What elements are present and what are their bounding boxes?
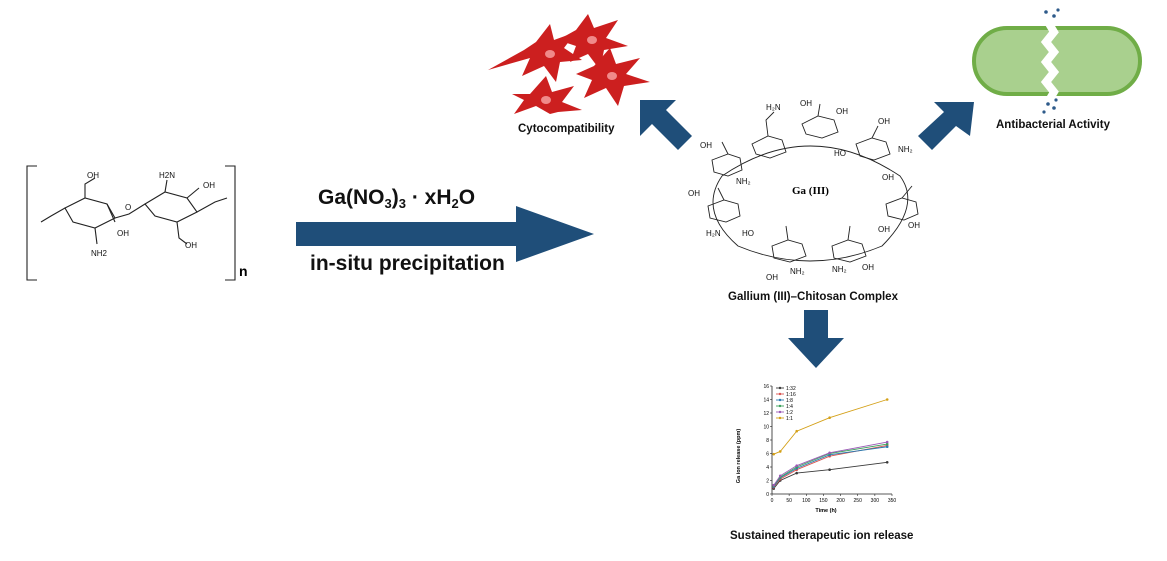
svg-text:OH: OH <box>908 221 920 230</box>
monomer-oh-bottom: OH <box>185 241 197 250</box>
reagent-sub: 3 <box>398 196 406 211</box>
chart-y-tick-label: 4 <box>766 465 769 471</box>
svg-text:OH: OH <box>878 117 890 126</box>
chart-legend-label: 1:32 <box>786 386 796 392</box>
svg-text:NH₂: NH₂ <box>832 265 847 274</box>
monomer-oh-lower: OH <box>117 229 129 238</box>
chart-x-tick-label: 250 <box>854 498 863 504</box>
reagent-sub: 3 <box>384 196 392 211</box>
chart-y-tick-label: 12 <box>763 411 769 417</box>
chart-series-line <box>773 444 888 488</box>
chart-x-tick-label: 300 <box>871 498 880 504</box>
svg-text:NH₂: NH₂ <box>790 267 805 276</box>
chart-legend-marker <box>778 398 782 402</box>
chart-y-axis-label: Ga ion release (ppm) <box>736 429 742 484</box>
arrow-to-release <box>788 310 844 368</box>
arrow-to-cytocompatibility <box>640 100 692 150</box>
svg-text:OH: OH <box>700 141 712 150</box>
release-caption: Sustained therapeutic ion release <box>730 530 914 542</box>
chart-legend-marker <box>778 410 782 414</box>
chart-y-tick-label: 6 <box>766 451 769 457</box>
chart-legend-marker <box>778 404 782 408</box>
chart-x-axis-label: Time (h) <box>815 508 836 514</box>
svg-text:OH: OH <box>878 225 890 234</box>
chart-data-point <box>828 416 831 420</box>
chart-x-tick-label: 200 <box>836 498 845 504</box>
chart-legend-marker <box>778 416 782 420</box>
chart-legend-label: 1:4 <box>786 404 793 410</box>
chart-data-point <box>772 452 776 456</box>
svg-text:NH₂: NH₂ <box>736 177 751 186</box>
chart-series-line <box>773 443 888 487</box>
monomer-oh-ring: OH <box>203 181 215 190</box>
reagent-sub: 2 <box>451 196 459 211</box>
reagent-part: ) <box>391 186 399 209</box>
chart-series-line <box>773 461 888 489</box>
chart-legend-label: 1:2 <box>786 410 793 416</box>
method-label: in-situ precipitation <box>310 252 505 275</box>
monomer-nh2-top: H2N <box>159 171 175 180</box>
complex-caption: Gallium (III)–Chitosan Complex <box>728 291 898 303</box>
chart-legend-label: 1:16 <box>786 392 796 398</box>
svg-text:HO: HO <box>834 149 846 158</box>
svg-text:NH₂: NH₂ <box>898 145 913 154</box>
chart-data-point <box>795 429 798 433</box>
chart-data-point <box>795 464 798 467</box>
svg-text:OH: OH <box>688 189 700 198</box>
chart-data-point <box>885 442 889 446</box>
chart-x-tick-label: 350 <box>888 498 897 504</box>
svg-text:OH: OH <box>836 107 848 116</box>
chart-data-point <box>885 460 889 464</box>
chart-data-point <box>885 440 889 444</box>
arrow-to-antibacterial <box>918 102 974 150</box>
chart-legend-label: 1:1 <box>786 416 793 422</box>
chart-y-tick-label: 0 <box>766 492 769 498</box>
chart-data-point <box>795 471 798 475</box>
svg-text:OH: OH <box>766 273 778 282</box>
reagent-part: O <box>458 186 476 209</box>
chart-data-point <box>778 450 782 453</box>
polymer-n-subscript: n <box>239 263 248 279</box>
svg-text:H₂N: H₂N <box>766 103 781 112</box>
chart-x-tick-label: 150 <box>819 498 828 504</box>
chart-x-tick-label: 50 <box>786 498 792 504</box>
svg-text:HO: HO <box>742 229 754 238</box>
reaction-arrow <box>296 206 594 262</box>
monomer-linkage-o: O <box>125 203 131 212</box>
complex-center-label: Ga (III) <box>792 185 829 197</box>
reagent-part: · xH <box>405 186 452 209</box>
chart-legend-marker <box>778 392 782 396</box>
svg-text:OH: OH <box>800 99 812 108</box>
monomer-oh-top: OH <box>87 171 99 180</box>
reagent-part: Ga(NO <box>318 186 385 209</box>
chart-data-point <box>828 451 831 455</box>
chart-y-tick-label: 2 <box>766 478 769 484</box>
chart-y-tick-label: 14 <box>763 397 769 403</box>
chart-data-point <box>885 398 889 401</box>
chart-y-tick-label: 10 <box>763 424 769 430</box>
chart-x-tick-label: 0 <box>771 498 774 504</box>
chart-y-tick-label: 16 <box>763 384 769 390</box>
chart-data-point <box>885 445 889 449</box>
chart-data-point <box>772 483 776 487</box>
chart-data-point <box>828 468 831 471</box>
chart-y-tick-label: 8 <box>766 438 769 444</box>
cytocompatibility-caption: Cytocompatibility <box>518 123 615 135</box>
chart-legend-marker <box>778 386 782 390</box>
monomer-nh2-bottom: NH2 <box>91 249 108 258</box>
chart-legend-label: 1:8 <box>786 398 793 404</box>
chart-data-point <box>778 474 782 478</box>
antibacterial-caption: Antibacterial Activity <box>996 119 1110 131</box>
cytocompatible-cells <box>488 14 650 114</box>
reagent-formula: Ga(NO3)3 · xH2O <box>318 186 475 211</box>
svg-text:OH: OH <box>862 263 874 272</box>
chitosan-monomer-structure: OH H2N OH OH NH2 OH O n <box>26 165 248 281</box>
bacteria-illustration <box>972 8 1142 114</box>
svg-text:OH: OH <box>882 173 894 182</box>
svg-text:H₂N: H₂N <box>706 229 721 238</box>
chart-x-tick-label: 100 <box>802 498 811 504</box>
